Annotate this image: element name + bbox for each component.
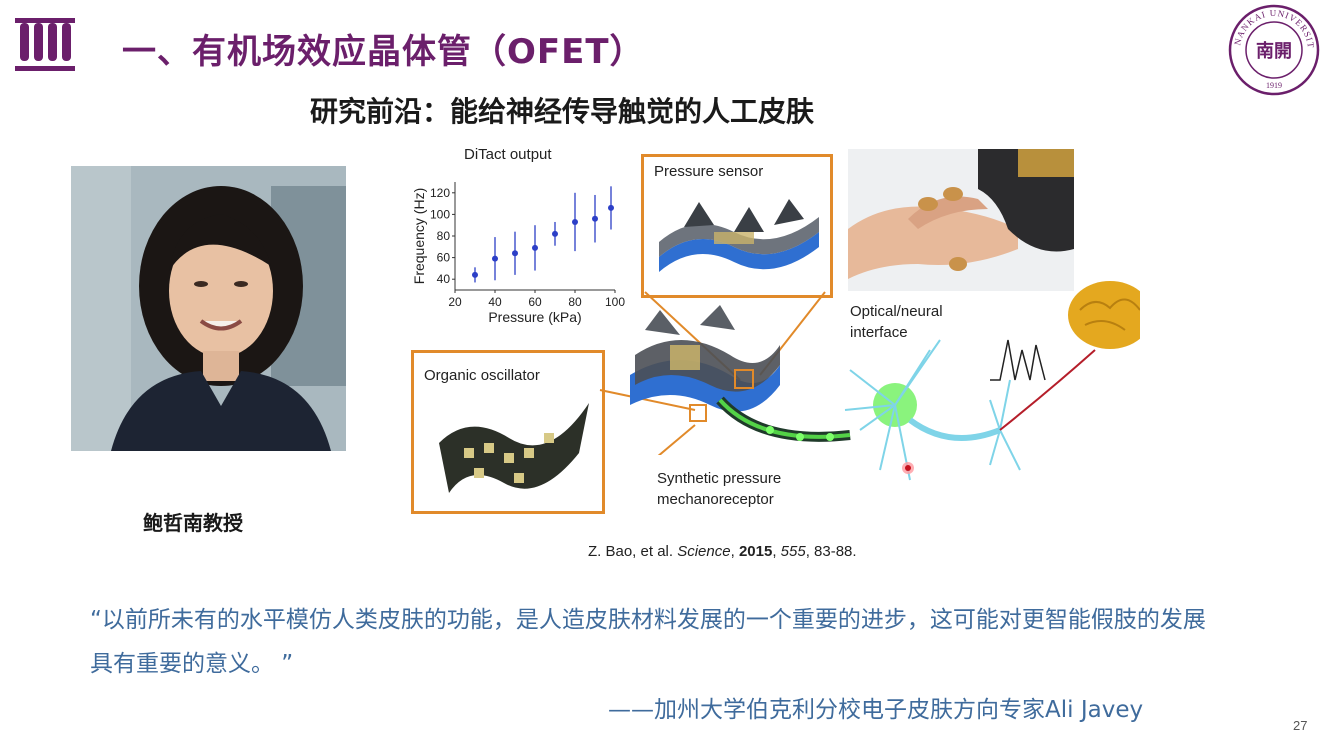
y-axis-label: Frequency (Hz) bbox=[411, 188, 427, 284]
photo-caption: 鲍哲南教授 bbox=[143, 511, 243, 535]
robotic-hand-photo bbox=[848, 149, 1074, 291]
citation: Z. Bao, et al. Science, 2015, 555, 83-88… bbox=[588, 543, 857, 560]
quote-text: “以前所未有的水平模仿人类皮肤的功能，是人造皮肤材料发展的一个重要的进步，这可能… bbox=[90, 607, 1206, 677]
portrait-photo bbox=[71, 166, 346, 451]
synthetic-label-line1: Synthetic pressure bbox=[657, 470, 782, 487]
y-tick-label: 80 bbox=[437, 229, 451, 243]
optical-label-line1: Optical/neural bbox=[850, 303, 943, 320]
citation-sep1: , bbox=[730, 543, 739, 560]
y-tick-label: 60 bbox=[437, 251, 451, 265]
citation-authors: Z. Bao, et al. bbox=[588, 543, 678, 560]
pressure-sensor-panel: Pressure sensor bbox=[641, 154, 833, 298]
data-point bbox=[532, 244, 538, 251]
data-point bbox=[552, 230, 558, 237]
x-tick-label: 100 bbox=[605, 295, 625, 309]
synthetic-mechanoreceptor-device bbox=[599, 291, 851, 455]
citation-volume: 555 bbox=[780, 543, 806, 560]
x-tick-label: 80 bbox=[568, 295, 582, 309]
data-point bbox=[492, 255, 498, 262]
data-point bbox=[512, 250, 518, 257]
synthetic-label-line2: mechanoreceptor bbox=[657, 491, 774, 508]
organic-oscillator-panel: Organic oscillator bbox=[411, 350, 605, 514]
data-point bbox=[608, 204, 614, 211]
y-tick-label: 100 bbox=[430, 207, 450, 221]
chart-title: DiTact output bbox=[464, 146, 552, 163]
citation-journal: Science bbox=[677, 543, 731, 560]
optical-label-line2: interface bbox=[850, 324, 908, 341]
data-point bbox=[592, 215, 598, 222]
seal-year: 1919 bbox=[1266, 81, 1282, 90]
data-point bbox=[572, 218, 578, 225]
test-tubes-icon bbox=[12, 14, 78, 74]
quote-attribution: ——加州大学伯克利分校电子皮肤方向专家Ali Javey bbox=[608, 697, 1144, 723]
organic-oscillator-illustration bbox=[439, 403, 589, 493]
page-title: 一、有机场效应晶体管（OFET） bbox=[122, 32, 645, 72]
organic-oscillator-label: Organic oscillator bbox=[424, 367, 540, 384]
y-tick-label: 120 bbox=[430, 186, 450, 200]
data-point bbox=[472, 271, 478, 278]
x-tick-label: 60 bbox=[528, 295, 542, 309]
x-tick-label: 20 bbox=[448, 295, 462, 309]
page-subtitle: 研究前沿：能给神经传导触觉的人工皮肤 bbox=[310, 95, 815, 128]
y-tick-label: 40 bbox=[437, 272, 451, 286]
pressure-sensor-illustration bbox=[659, 199, 819, 272]
page-number: 27 bbox=[1293, 718, 1308, 733]
university-seal-logo: NANKAI UNIVERSITY 南開 1919 bbox=[1224, 0, 1320, 96]
x-axis-label: Pressure (kPa) bbox=[488, 309, 581, 325]
pressure-sensor-label: Pressure sensor bbox=[654, 163, 764, 180]
citation-sep2: , bbox=[772, 543, 781, 560]
citation-pages: , 83-88. bbox=[805, 543, 857, 560]
seal-center-text: 南開 bbox=[1256, 40, 1292, 62]
citation-year: 2015 bbox=[738, 543, 773, 560]
neuron-brain-illustration bbox=[844, 281, 1140, 481]
x-tick-label: 40 bbox=[488, 295, 502, 309]
